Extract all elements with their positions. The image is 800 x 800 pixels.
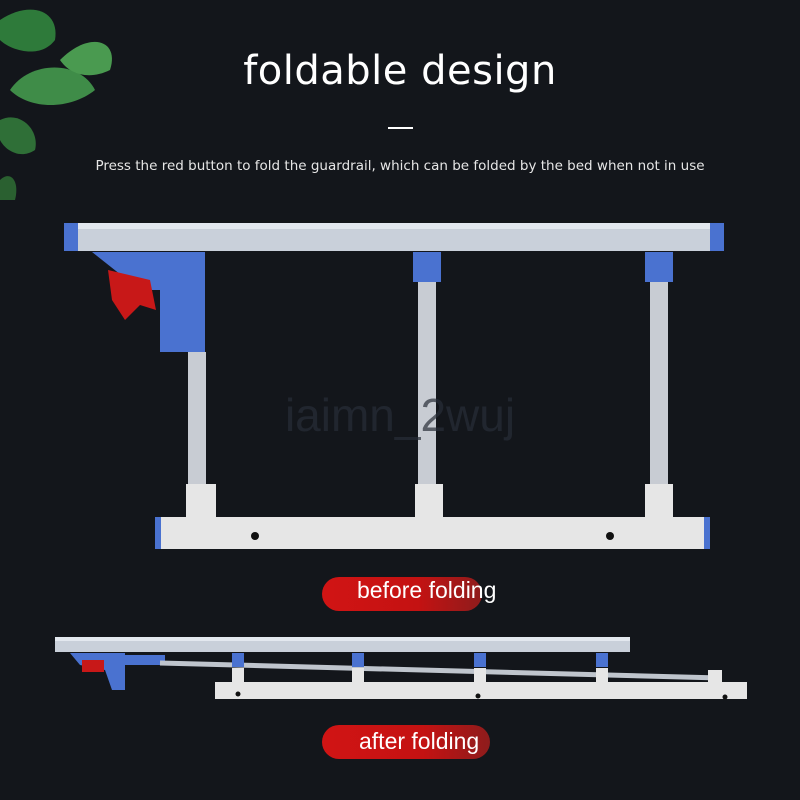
before-folding-label: before folding [357,577,497,603]
after-folding-label: after folding [359,728,480,754]
plant-leaves-decoration [0,9,112,200]
red-release-button [108,270,156,320]
page-title: foldable design [243,48,557,94]
watermark: iaimn_2wuj [284,389,516,441]
description-text: Press the red button to fold the guardra… [95,158,705,174]
title-divider [388,127,413,129]
before-folding-badge [322,577,482,611]
after-folding-badge [322,725,490,759]
